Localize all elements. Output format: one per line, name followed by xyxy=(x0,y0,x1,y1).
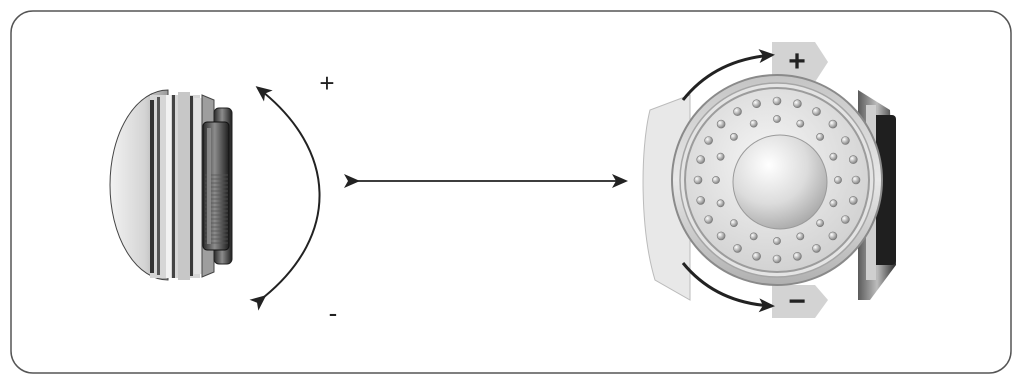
rotate-minus-arrow xyxy=(681,262,775,313)
center-lens xyxy=(732,134,828,230)
rotate-plus-arrow xyxy=(681,49,775,101)
rotate-plus-label: + xyxy=(788,45,806,78)
rotate-minus-label: − xyxy=(788,285,806,318)
led-array xyxy=(693,96,861,264)
minus-badge xyxy=(772,285,828,318)
plus-badge xyxy=(772,42,828,82)
tilt-minus-label: - xyxy=(329,298,338,328)
tilt-plus-label: + xyxy=(319,68,334,98)
tilt-arc-arrow xyxy=(249,86,321,311)
lamp-side-view-icon xyxy=(109,89,233,281)
lamp-front-view-icon xyxy=(642,42,896,318)
